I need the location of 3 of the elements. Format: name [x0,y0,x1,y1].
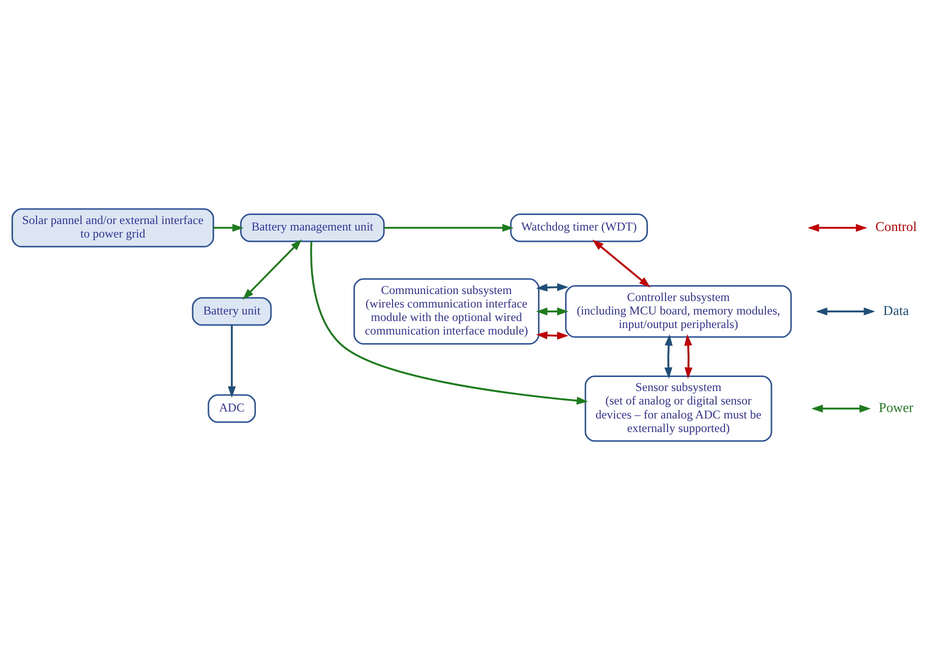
legend-label: Power [878,399,914,414]
legend-label: Control [875,218,917,234]
legend-label: Data [883,302,909,318]
